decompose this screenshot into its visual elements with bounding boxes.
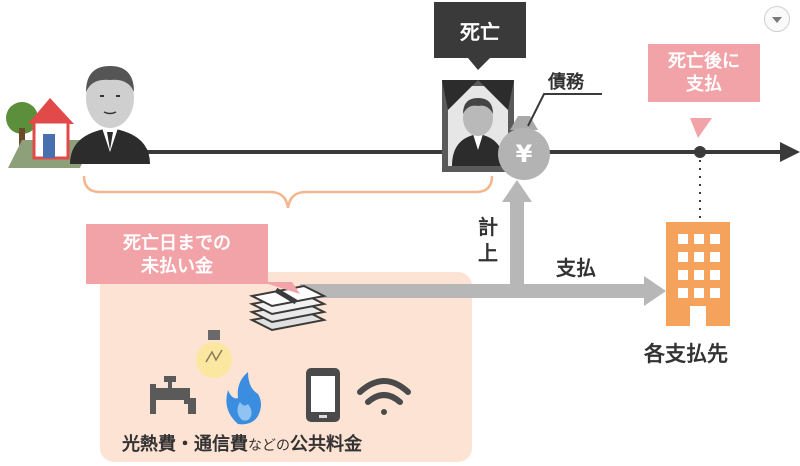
death-label: 死亡 [460,19,500,44]
wifi-icon [357,378,411,415]
smartphone-icon [306,368,340,422]
death-callout: 死亡 [434,2,526,58]
utilities-panel [100,272,472,462]
payment-label: 支払 [556,256,596,280]
timeline-arrowhead [780,142,800,162]
memorial-portrait-icon [442,80,514,172]
record-label: 計 上 [474,214,502,266]
unpaid-callout: 死亡日までの 未払い金 [86,224,268,284]
chevron-down-icon [772,17,782,23]
unpaid-callout-pointer [262,282,300,294]
debt-leader-line [527,93,602,127]
record-arrow-head [502,180,532,202]
light-bulb-icon [196,330,232,378]
payment-arrow-head [644,276,666,306]
after-death-line2: 支払 [686,74,722,95]
faucet-icon [150,376,196,414]
payment-arrow-shaft [300,284,646,298]
unpaid-line2: 未払い金 [141,256,213,277]
payment-timing-dot [694,146,706,158]
payees-label: 各支払先 [644,342,728,366]
debt-label: 債務 [548,72,584,93]
person-icon [70,66,150,164]
after-death-callout-pointer [690,118,712,138]
unpaid-line1: 死亡日までの [123,233,231,254]
lifespan-brace [82,175,494,209]
yen-symbol: ¥ [515,140,533,168]
cash-stack-icon [248,284,328,332]
record-arrow-shaft [510,200,524,292]
utilities-bold-2: 公共料金 [290,434,362,455]
record-char-2: 上 [478,241,498,265]
building-icon [666,222,730,326]
after-death-line1: 死亡後に [668,51,740,72]
utilities-bold-1: 光熱費・通信費 [122,434,248,455]
utilities-caption: 光熱費・通信費などの公共料金 [122,430,362,456]
menu-dropdown-button[interactable] [764,6,790,32]
utilities-light: などの [248,438,290,454]
death-callout-pointer [468,58,490,70]
gas-flame-icon [226,372,261,425]
record-char-1: 計 [478,215,498,239]
after-death-callout: 死亡後に 支払 [648,44,760,102]
